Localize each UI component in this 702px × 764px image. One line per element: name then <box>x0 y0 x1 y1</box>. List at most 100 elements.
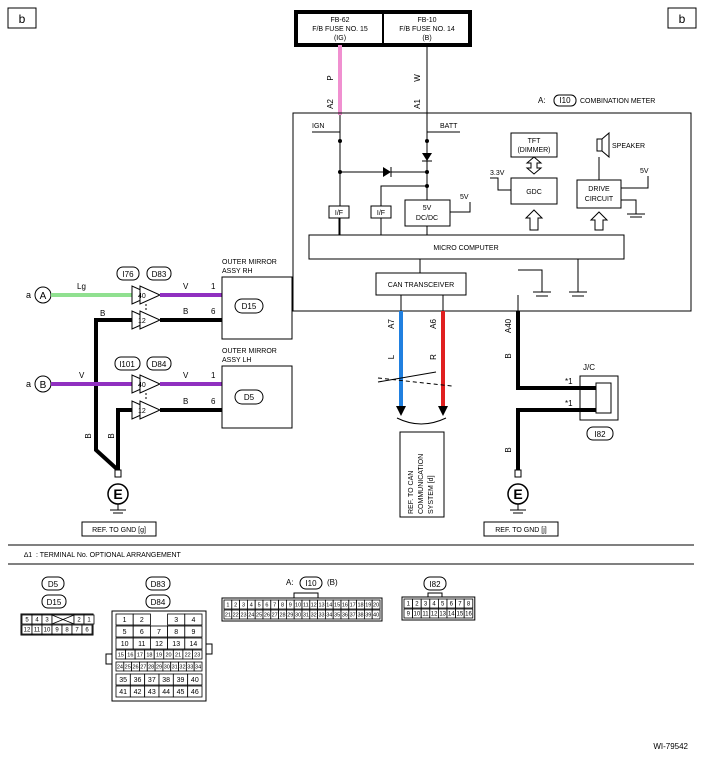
footnote-text: : TERMINAL No. OPTIONAL ARRANGEMENT <box>36 552 182 559</box>
d83-pin-label: 9 <box>191 629 195 636</box>
i10-pin-label: 34 <box>326 612 332 618</box>
i10-pin-label: 4 <box>250 602 253 608</box>
d5-pin <box>83 614 95 625</box>
d83-pin <box>184 637 203 650</box>
tft-dimmer: (DIMMER) <box>517 147 550 154</box>
d83-pin-label: 42 <box>134 689 142 696</box>
d83-pin <box>187 673 203 686</box>
rh-title-2: ASSY RH <box>222 268 253 275</box>
meter-label-prefix: A: <box>538 96 546 105</box>
signal-a-prefix: a <box>26 290 31 300</box>
wire-jc-out <box>516 408 596 470</box>
wire-rh-gnd-code: B <box>100 309 105 318</box>
i10-prefix: A: <box>286 578 294 587</box>
rh-conn-a: I76 <box>122 270 134 279</box>
d5-pin-label: 4 <box>35 618 39 624</box>
wire-pink-code: P <box>326 75 335 80</box>
i10-pin-label: 17 <box>350 602 356 608</box>
i10-pin-label: 5 <box>258 602 261 608</box>
lh-term-6: 6 <box>211 397 216 406</box>
signal-b-prefix: a <box>26 379 31 389</box>
i10-pin-label: 40 <box>373 612 379 618</box>
signal-b-letter: B <box>40 380 47 391</box>
i10-pin-label: 23 <box>240 612 246 618</box>
i82-pin <box>463 608 474 619</box>
i82-pin-label: 5 <box>441 602 445 608</box>
d5-pin-label: 5 <box>25 618 29 624</box>
can-h-code: R <box>429 354 438 360</box>
gdc-3v3: 3.3V <box>490 170 505 177</box>
i10-pin-label: 39 <box>365 612 371 618</box>
speaker-label: SPEAKER <box>612 143 645 150</box>
ref-can-line1: REF. TO CAN <box>408 471 415 514</box>
d5-pin-label: 3 <box>45 618 49 624</box>
i10-pin-label: 38 <box>357 612 363 618</box>
lh-title-2: ASSY LH <box>222 357 251 364</box>
i82-pin-label: 15 <box>457 612 464 618</box>
page-tag-left: b <box>19 12 26 26</box>
page-tag-right: b <box>679 12 686 26</box>
i10-pin-label: 13 <box>318 602 324 608</box>
dcdc-out-5v: 5V <box>460 194 469 201</box>
jc-label: J/C <box>583 363 595 372</box>
rh-term-1: 1 <box>211 282 216 291</box>
d83-pin-label: 43 <box>148 689 156 696</box>
i10-pin-label: 15 <box>334 602 340 608</box>
jc-out-code: B <box>504 447 513 452</box>
d83-pin-label: 35 <box>119 677 127 684</box>
i10-pin-label: 2 <box>234 602 237 608</box>
d83-pin-label: 22 <box>185 652 191 658</box>
d83-pin-label: 46 <box>191 689 199 696</box>
ground-e-left: E <box>113 486 122 502</box>
i10-pin <box>371 609 381 620</box>
i82-pin-label: 2 <box>415 602 419 608</box>
i10-pin-label: 37 <box>350 612 356 618</box>
i10-key <box>293 592 319 599</box>
wire-lh-v-code: V <box>183 371 189 380</box>
wire-rh-gnd <box>94 318 132 472</box>
ref-gnd-left: REF. TO GND [g] <box>92 527 146 534</box>
i10-pin-label: 9 <box>289 602 292 608</box>
i10-pin-label: 20 <box>373 602 379 608</box>
d83-pin-label: 40 <box>191 677 199 684</box>
i82-pin-label: 7 <box>458 602 462 608</box>
i10-pin-label: 25 <box>256 612 262 618</box>
ign-label: IGN <box>312 123 324 130</box>
d84-label: D84 <box>151 598 166 607</box>
d83-pin-label: 6 <box>140 629 144 636</box>
d83-pin-label: 5 <box>123 629 127 636</box>
i10-pin-label: 16 <box>342 602 348 608</box>
d83-pin-label: 17 <box>137 652 143 658</box>
fuse-left-line1: FB-62 <box>330 17 349 24</box>
i10-pin-label: 10 <box>295 602 301 608</box>
i10-pin-label: 26 <box>264 612 270 618</box>
rh-connector: D15 <box>242 302 257 311</box>
i82-pin-label: 11 <box>422 612 429 618</box>
mirror-rh-box <box>221 276 293 340</box>
drive-label-1: DRIVE <box>588 186 610 193</box>
d5-pin-label: 11 <box>34 628 41 634</box>
wire-white-code: W <box>413 74 422 82</box>
gdc-label: GDC <box>526 189 542 196</box>
i82-pin-label: 1 <box>407 602 411 608</box>
i10-suffix: (B) <box>327 578 338 587</box>
i10-pin-label: 31 <box>303 612 309 618</box>
i10-pin-label: 3 <box>242 602 245 608</box>
wire-rh-gnd-code-v: B <box>84 433 93 438</box>
i10-pin-label: 8 <box>281 602 284 608</box>
i10-pin-label: 14 <box>326 602 332 608</box>
i82-pin-label: 3 <box>424 602 428 608</box>
d83-pin-label: 19 <box>156 652 162 658</box>
d83-pin-label: 14 <box>190 641 198 648</box>
drive-label-2: CIRCUIT <box>585 196 614 203</box>
d83-pin-label: 24 <box>117 664 123 670</box>
d83-pin-label: 34 <box>195 664 201 670</box>
wire-rh-b-code: B <box>183 307 188 316</box>
d83-pin-label: 45 <box>177 689 185 696</box>
d83-label: D83 <box>151 580 166 589</box>
jc-mark-1: *1 <box>565 377 573 386</box>
i10-pin-label: 6 <box>265 602 268 608</box>
rh-conn-b: D83 <box>152 270 167 279</box>
